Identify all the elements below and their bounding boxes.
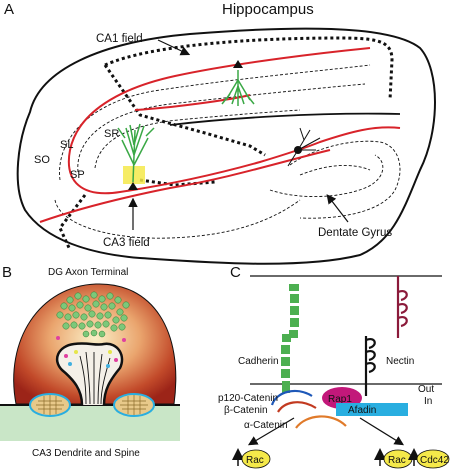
ca3-field-boundary <box>58 64 266 251</box>
in-label: In <box>424 396 432 407</box>
ca3-dendritic-spine <box>55 342 124 406</box>
dentate-gyrus-layer-3 <box>299 165 371 176</box>
puncta-adherentia-left <box>29 393 71 417</box>
stratum-line-mid <box>77 83 366 173</box>
afadin-bar <box>336 403 408 416</box>
rac-left-label: Rac <box>246 455 264 466</box>
beta-catenin-label: β-Catenin <box>224 405 268 416</box>
p120-catenin-arc <box>270 389 313 406</box>
layer-label-sl: SL <box>60 139 73 151</box>
dentate-gyrus-label: Dentate Gyrus <box>318 227 392 239</box>
ca1-field-label: CA1 field <box>96 33 143 45</box>
ca1-field-boundary <box>104 36 394 101</box>
ca1-label-arrow <box>157 39 191 56</box>
dentate-gyrus-layer-2 <box>269 154 384 197</box>
panel-c-letter: C <box>230 264 241 281</box>
afadin-label: Afadin <box>348 405 376 416</box>
nectin-label: Nectin <box>386 356 414 367</box>
ca3-dendrite-band <box>0 405 180 441</box>
cdc42-label: Cdc42 <box>420 455 449 466</box>
axon-terminal-label: DG Axon Terminal <box>48 267 128 278</box>
spine-dots <box>56 336 126 368</box>
cadherin-label: Cadherin <box>238 356 279 367</box>
spine-filaments <box>79 351 111 405</box>
ca1-neuron-soma <box>233 60 243 68</box>
rap1-label: Rap1 <box>328 394 352 405</box>
arrow-to-rac-left <box>247 417 295 446</box>
mossy-fiber-path <box>39 149 331 223</box>
alpha-catenin-label: α-Catenin <box>244 420 288 431</box>
nectin-black <box>364 336 376 396</box>
cadherin-molecule <box>281 284 299 393</box>
ca3-field-label: CA3 field <box>103 237 150 249</box>
out-label: Out <box>418 384 434 395</box>
ca1-pyramidal-neuron <box>221 60 255 106</box>
hippocampal-fissure <box>169 112 401 126</box>
nectin-maroon <box>396 276 408 338</box>
layer-label-so: SO <box>34 154 50 166</box>
ca3-pyramidal-neuron <box>117 123 155 190</box>
stratum-line-inner <box>94 109 301 169</box>
panel-b: B DG Axon Terminal <box>0 264 180 459</box>
layer-label-sp: SP <box>70 169 85 181</box>
dentate-granule-neuron <box>287 127 321 167</box>
dg-label-arrow <box>326 194 349 223</box>
rac-left-oval <box>241 449 271 469</box>
dentate-gyrus-layer-1 <box>289 140 401 219</box>
cdc42-oval <box>416 449 450 469</box>
ca3-neuron-soma <box>128 182 138 190</box>
stratum-line-outer <box>59 64 371 181</box>
pyramidal-cell-layer-path <box>67 47 401 195</box>
panel-c: C Cadherin Nectin Out In <box>218 264 450 469</box>
alpha-catenin-arc <box>295 415 347 429</box>
hippocampus-outline <box>16 27 436 265</box>
puncta-adherentia-right <box>113 393 155 417</box>
arrow-to-rac-right <box>359 417 405 446</box>
panel-b-letter: B <box>2 264 12 281</box>
synaptic-vesicles <box>56 291 130 338</box>
beta-catenin-arc <box>277 401 317 413</box>
layer-label-sr: SR <box>104 128 119 140</box>
stratum-line-lower <box>54 199 301 239</box>
panel-a-letter: A <box>4 1 14 18</box>
p120-catenin-label: p120-Catenin <box>218 393 278 404</box>
panel-a: A Hippocampus <box>4 1 436 265</box>
hippocampus-title: Hippocampus <box>222 1 314 18</box>
rac-right-label: Rac <box>388 455 406 466</box>
dendrite-spine-label: CA3 Dendrite and Spine <box>32 448 140 459</box>
